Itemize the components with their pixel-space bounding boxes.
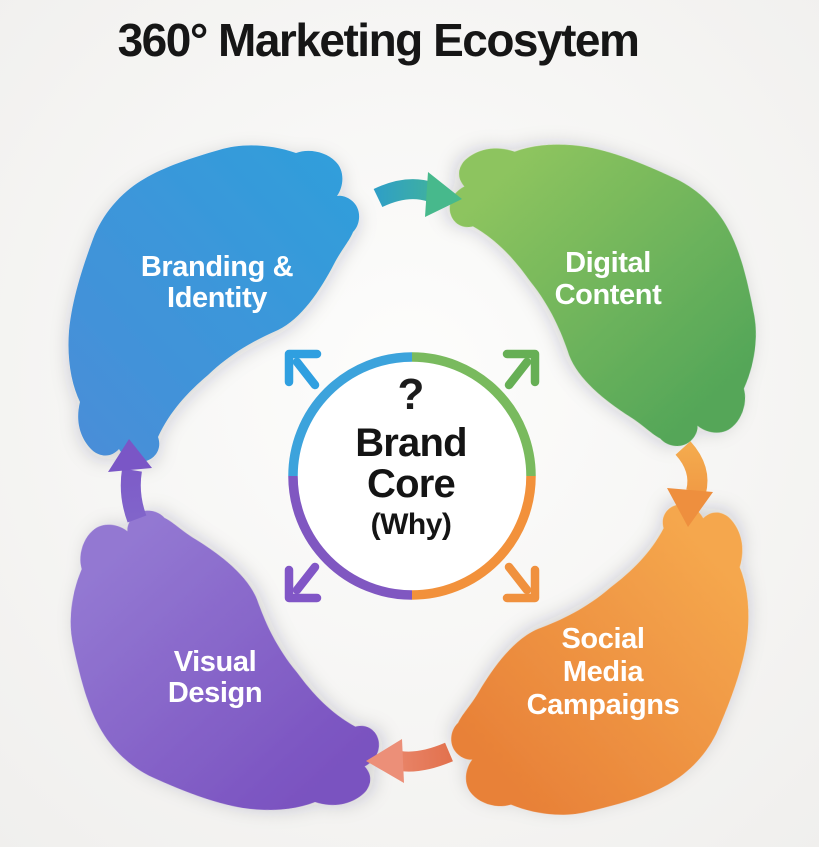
- brand-core-line3: (Why): [371, 508, 452, 541]
- segment-digital-content-label-line1: Digital: [565, 247, 651, 279]
- expand-arrow-bottom-right-head: [502, 565, 540, 603]
- cycle-arrow-right: [667, 441, 713, 527]
- expand-arrow-top-left-icon: [284, 349, 322, 390]
- ring-segment-top-left: [288, 352, 413, 477]
- ring-segment-bottom-left: [288, 475, 413, 600]
- brand-core-line1: Brand: [355, 421, 467, 465]
- brand-core-circle-fill: [293, 357, 531, 595]
- segment-social-media-campaigns: Social Media Campaigns: [447, 492, 755, 825]
- segment-visual-design-label-line2: Design: [168, 677, 262, 709]
- expand-arrow-bottom-left-icon: [284, 562, 322, 603]
- expand-arrow-top-left-shaft: [292, 357, 320, 390]
- cycle-arrow-bottom-head: [366, 739, 404, 783]
- expand-arrow-top-right-icon: [502, 349, 540, 390]
- brand-core-line2: Core: [367, 462, 455, 506]
- cycle-arrow-bottom: [366, 739, 453, 783]
- cycle-arrow-right-shaft: [675, 441, 708, 495]
- segment-digital-content-label-line2: Content: [555, 279, 662, 311]
- question-mark-icon: ?: [398, 370, 425, 419]
- expand-arrow-top-left-head: [284, 349, 322, 387]
- expand-arrow-bottom-right-icon: [502, 562, 540, 603]
- segment-digital-content: Digital Content: [430, 135, 772, 453]
- expand-arrow-top-right-shaft: [504, 357, 532, 390]
- ring-segment-bottom-right: [411, 475, 536, 600]
- cycle-arrow-top-shaft: [373, 179, 435, 208]
- cycle-arrow-left-head: [108, 439, 152, 472]
- page-title: 360° Marketing Ecosytem: [118, 14, 639, 66]
- segment-social-media-campaigns-label-line3: Campaigns: [527, 689, 680, 721]
- segment-visual-design: Visual Design: [58, 505, 395, 818]
- segment-social-media-campaigns-label-line2: Media: [563, 656, 644, 688]
- segment-branding-identity: Branding & Identity: [68, 145, 360, 462]
- segment-branding-identity-label-line1: Branding &: [141, 251, 294, 283]
- segment-branding-identity-label-line2: Identity: [167, 282, 267, 314]
- expand-arrow-bottom-left-shaft: [292, 562, 320, 595]
- ring-segment-top-right: [411, 352, 536, 477]
- brand-core-circle: ? Brand Core (Why): [288, 352, 536, 600]
- expand-arrow-bottom-right-shaft: [504, 562, 532, 595]
- cycle-arrow-top-head: [425, 172, 462, 217]
- segment-visual-design-label-line1: Visual: [174, 646, 257, 678]
- cycle-arrow-left: [108, 439, 152, 523]
- cycle-arrow-bottom-shaft: [398, 742, 453, 772]
- cycle-arrow-top: [373, 172, 462, 217]
- cycle-arrow-right-head: [667, 488, 713, 527]
- cycle-arrow-left-shaft: [120, 468, 147, 523]
- segment-social-media-campaigns-label-line1: Social: [561, 623, 644, 655]
- expand-arrow-top-right-head: [502, 349, 540, 387]
- expand-arrow-bottom-left-head: [284, 565, 322, 603]
